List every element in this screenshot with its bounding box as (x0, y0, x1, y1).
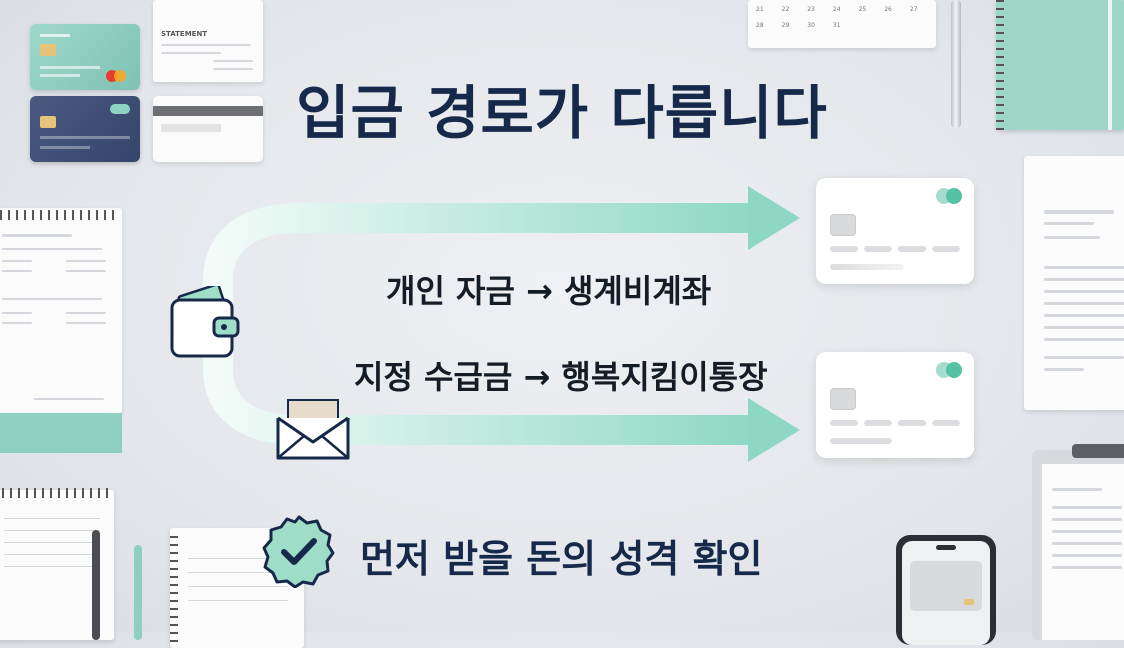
clipboard (1032, 444, 1124, 640)
calendar-day: 26 (884, 6, 892, 13)
destination-card-happiness-guard-account (816, 352, 974, 458)
statement-paper: STATEMENT (153, 0, 263, 82)
calendar-day: 24 (832, 6, 841, 13)
pen-dark (92, 530, 100, 640)
calendar-day: 25 (858, 6, 867, 13)
toggle-indicator (936, 362, 962, 378)
destination-card-living-expense-account (816, 178, 974, 284)
card-chip (830, 214, 856, 236)
calendar-day: 21 (756, 6, 764, 13)
navy-credit-card (30, 96, 140, 162)
calendar-day: 22 (781, 6, 790, 13)
calendar-day: 30 (807, 22, 815, 29)
right-letter (1024, 156, 1124, 410)
silver-pen (951, 0, 961, 128)
route-label-designated-benefits: 지정 수급금 → 행복지킴이통장 (354, 358, 768, 396)
calendar-day: 31 (832, 22, 841, 29)
teal-folder-left (0, 413, 122, 453)
card-chip (830, 388, 856, 410)
left-notepad (0, 208, 122, 413)
calendar-day: 27 (909, 6, 918, 13)
calendar-day: 28 (756, 22, 764, 29)
card-back (153, 96, 263, 162)
calendar-day: 23 (807, 6, 815, 13)
route-label-personal-funds: 개인 자금 → 생계비계좌 (386, 272, 712, 310)
page-title: 입금 경로가 다릅니다 (296, 79, 828, 147)
statement-label: STATEMENT (161, 30, 208, 38)
calendar-day: 29 (781, 22, 790, 29)
calendar: 21 22 23 24 25 26 27 28 29 30 31 (748, 0, 936, 48)
envelope-icon (274, 398, 352, 462)
teal-credit-card (30, 24, 140, 90)
bottom-message: 먼저 받을 돈의 성격 확인 (360, 537, 763, 581)
route-arrow-upper (203, 186, 800, 326)
toggle-indicator (936, 188, 962, 204)
check-badge-icon (262, 514, 336, 589)
phone (896, 535, 996, 645)
teal-notebook (996, 0, 1124, 130)
wallet-icon (166, 283, 246, 362)
pen-teal (134, 545, 142, 640)
